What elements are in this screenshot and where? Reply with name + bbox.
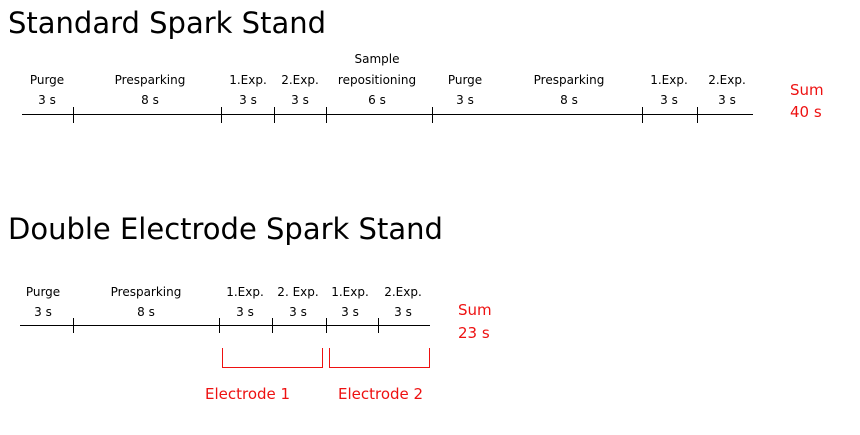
std-timeline-tick bbox=[432, 107, 433, 123]
dbl-seg-duration: 3 s bbox=[341, 305, 359, 319]
dbl-seg-label: 1.Exp. bbox=[331, 285, 369, 299]
dbl-seg-duration: 3 s bbox=[236, 305, 254, 319]
std-seg-duration: 3 s bbox=[718, 93, 736, 107]
dbl-seg-duration: 8 s bbox=[137, 305, 155, 319]
electrode-2-bracket-right bbox=[429, 348, 430, 368]
dbl-seg-duration: 3 s bbox=[394, 305, 412, 319]
std-timeline-tick bbox=[274, 107, 275, 123]
dbl-seg-label: 2.Exp. bbox=[384, 285, 422, 299]
std-seg-label: 1.Exp. bbox=[229, 73, 267, 87]
std-seg-label: Purge bbox=[29, 73, 65, 87]
dbl-timeline-tick bbox=[73, 318, 74, 333]
electrode-1-label: Electrode 1 bbox=[205, 385, 291, 403]
electrode-2-label: Electrode 2 bbox=[338, 385, 424, 403]
standard-title: Standard Spark Stand bbox=[8, 6, 327, 40]
electrode-1-bracket-base bbox=[222, 367, 323, 368]
std-seg-label: Purge bbox=[447, 73, 483, 87]
std-timeline-tick bbox=[697, 107, 698, 123]
std-seg-label: repositioning bbox=[337, 73, 417, 87]
dbl-seg-label: 1.Exp. bbox=[226, 285, 264, 299]
dbl-sum-value: 23 s bbox=[458, 324, 490, 342]
electrode-1-bracket-right bbox=[322, 348, 323, 368]
dbl-seg-label: Presparking bbox=[110, 285, 182, 299]
double-title: Double Electrode Spark Stand bbox=[8, 212, 443, 246]
std-seg-duration: 3 s bbox=[660, 93, 678, 107]
electrode-2-bracket-base bbox=[329, 367, 430, 368]
std-seg-label: 1.Exp. bbox=[650, 73, 688, 87]
dbl-timeline-tick bbox=[219, 318, 220, 333]
std-timeline-tick bbox=[221, 107, 222, 123]
dbl-seg-label: Purge bbox=[25, 285, 61, 299]
dbl-seg-duration: 3 s bbox=[34, 305, 52, 319]
dbl-timeline-tick bbox=[326, 318, 327, 333]
std-seg-label-line1: Sample bbox=[354, 52, 400, 66]
dbl-sum-label: Sum bbox=[458, 301, 492, 319]
electrode-2-bracket-left bbox=[329, 348, 330, 368]
std-timeline-axis bbox=[22, 114, 753, 115]
std-seg-duration: 3 s bbox=[38, 93, 56, 107]
std-timeline-tick bbox=[326, 107, 327, 123]
std-seg-label: 2.Exp. bbox=[708, 73, 746, 87]
std-seg-label: Presparking bbox=[533, 73, 605, 87]
std-seg-duration: 3 s bbox=[456, 93, 474, 107]
std-seg-label: Presparking bbox=[114, 73, 186, 87]
std-seg-label: 2.Exp. bbox=[281, 73, 319, 87]
std-seg-duration: 8 s bbox=[560, 93, 578, 107]
dbl-timeline-tick bbox=[272, 318, 273, 333]
std-seg-duration: 3 s bbox=[239, 93, 257, 107]
dbl-seg-duration: 3 s bbox=[289, 305, 307, 319]
std-sum-label: Sum bbox=[790, 81, 824, 99]
std-timeline-tick bbox=[642, 107, 643, 123]
std-seg-duration: 8 s bbox=[141, 93, 159, 107]
std-seg-duration: 3 s bbox=[291, 93, 309, 107]
std-sum-value: 40 s bbox=[790, 103, 822, 121]
std-seg-duration: 6 s bbox=[368, 93, 386, 107]
dbl-timeline-tick bbox=[378, 318, 379, 333]
dbl-timeline-axis bbox=[20, 325, 430, 326]
std-timeline-tick bbox=[73, 107, 74, 123]
electrode-1-bracket-left bbox=[222, 348, 223, 368]
dbl-seg-label: 2. Exp. bbox=[277, 285, 319, 299]
